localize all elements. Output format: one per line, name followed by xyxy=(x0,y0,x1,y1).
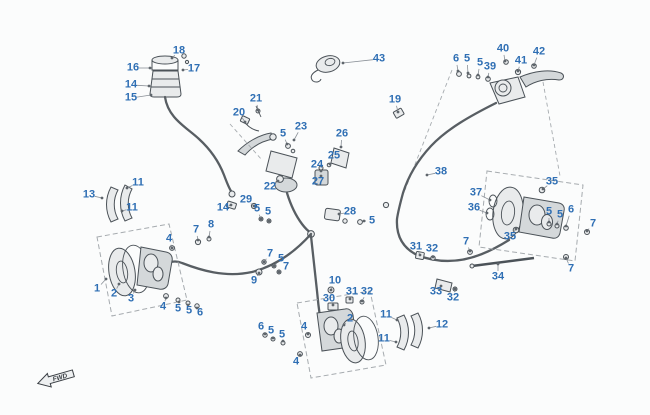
front-master-cylinder xyxy=(229,105,298,193)
rear-master-cylinder xyxy=(404,59,564,191)
rear-caliper xyxy=(415,170,590,293)
brake-switch-bracket xyxy=(314,147,363,225)
front-caliper-left xyxy=(96,223,212,317)
fwd-label: FWD xyxy=(52,372,68,383)
front-brake-reservoir xyxy=(149,53,190,98)
banjo-switch xyxy=(310,55,341,83)
hose-junction xyxy=(160,191,322,319)
fwd-arrow: FWD xyxy=(36,369,75,388)
brake-pads-left xyxy=(106,184,133,223)
brake-pads-right xyxy=(396,312,423,351)
